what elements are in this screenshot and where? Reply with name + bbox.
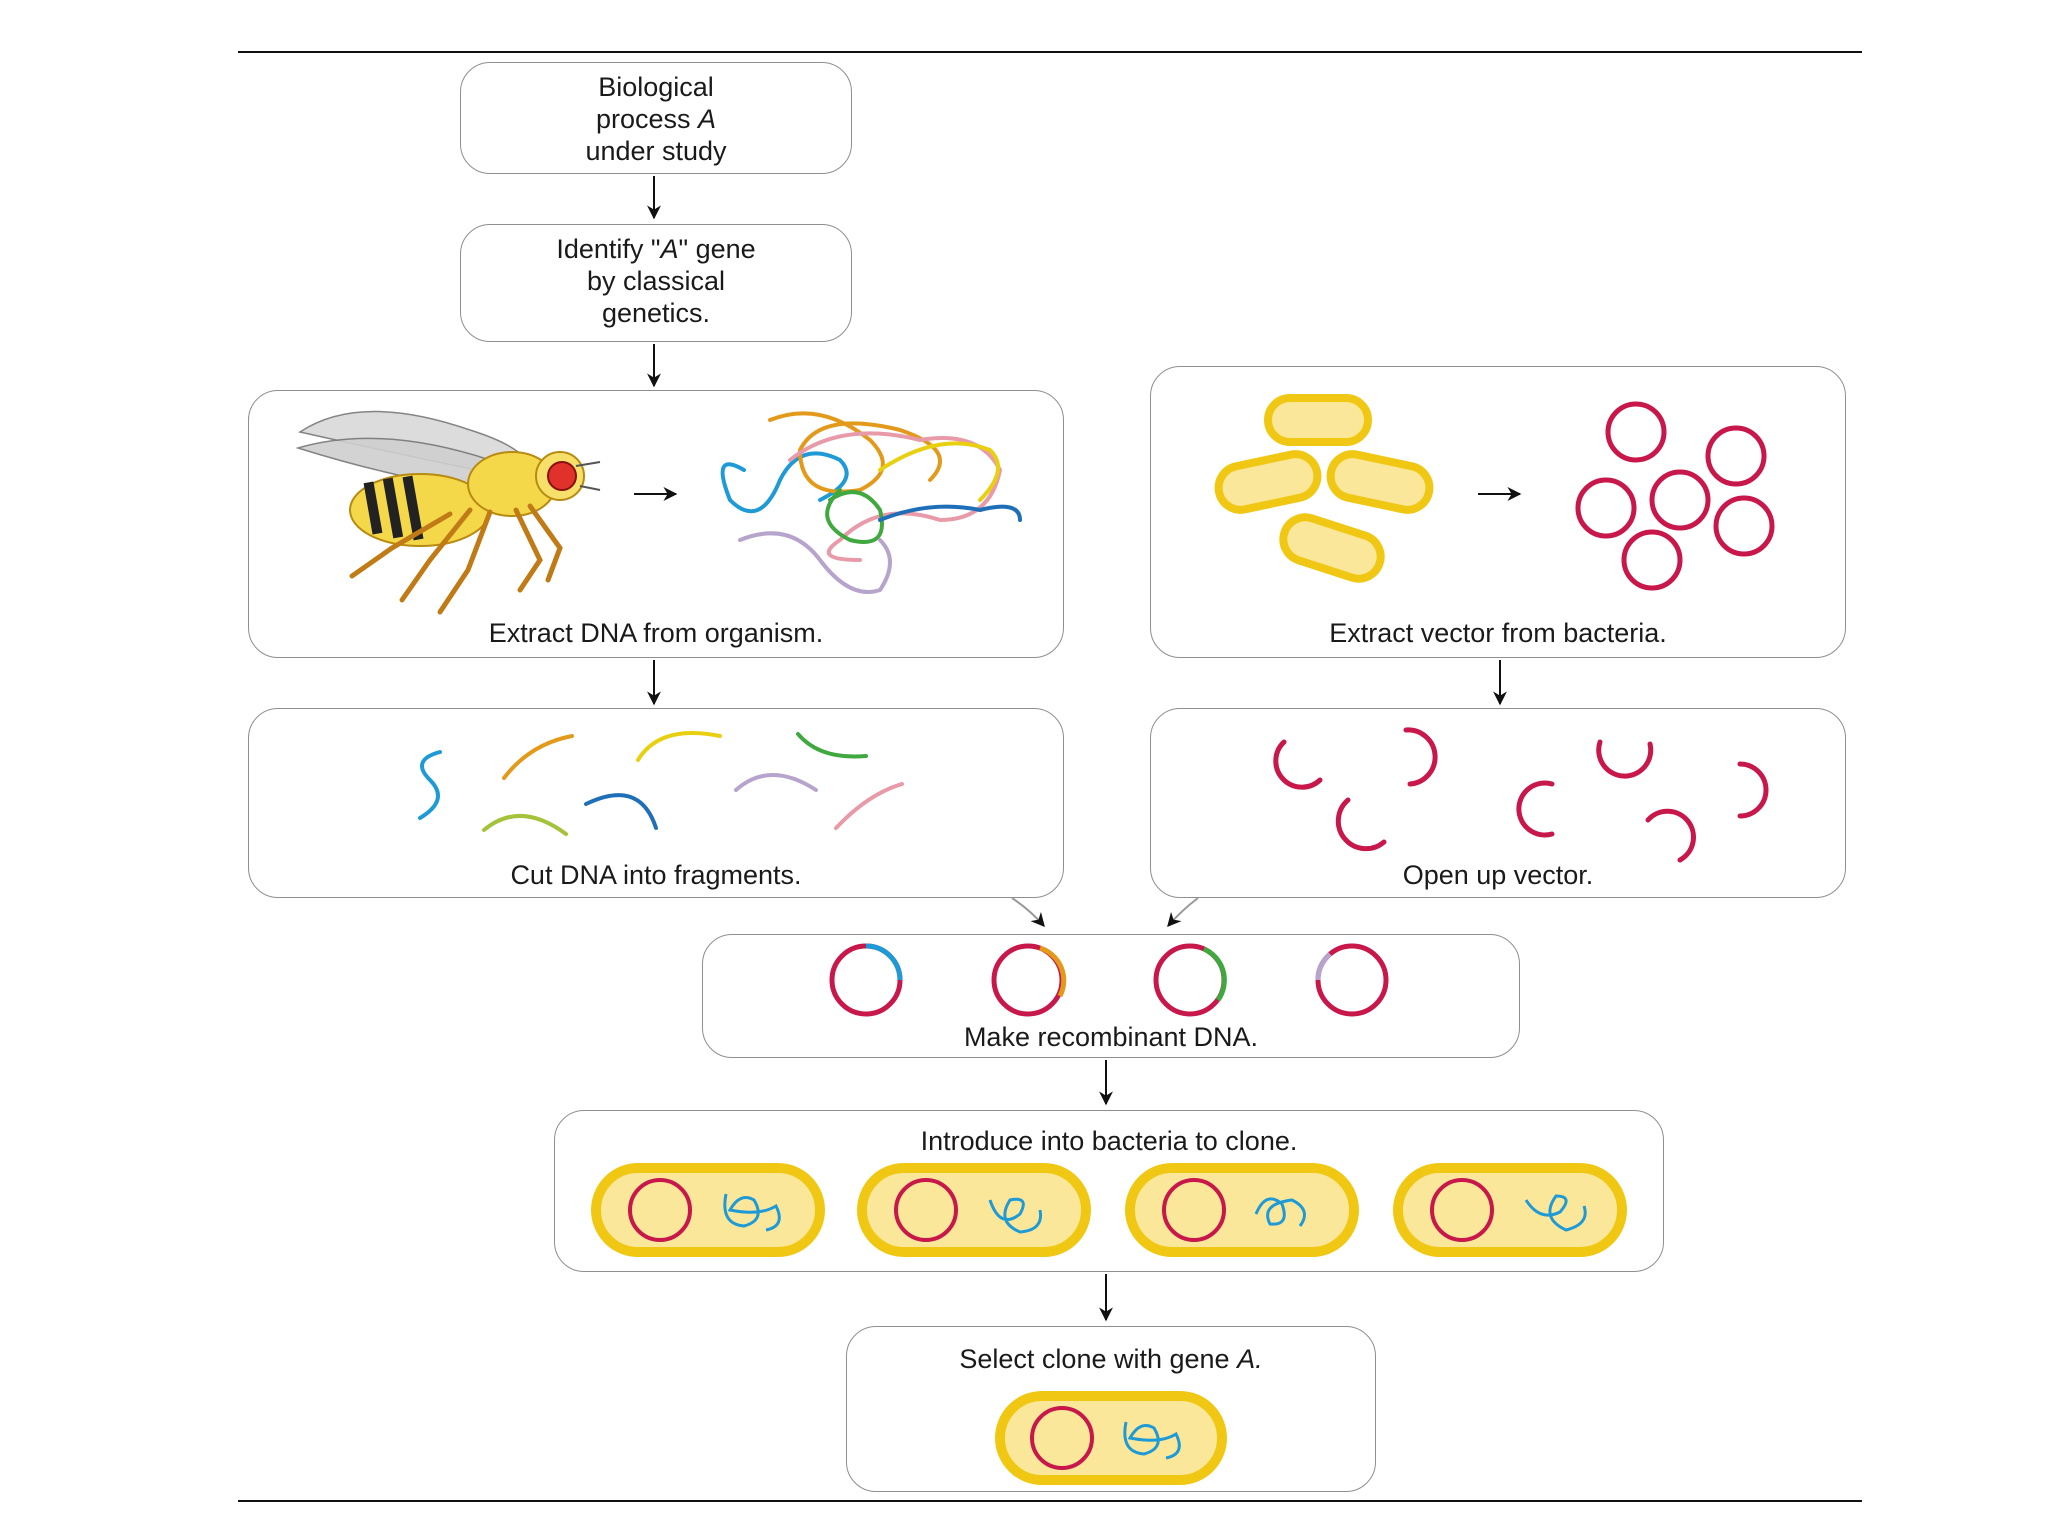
recombinant-plasmids	[829, 943, 1389, 1017]
process-line2: process A	[595, 104, 717, 134]
arrow-open-to-recombinant	[1167, 897, 1199, 928]
open-vector-box: Open up vector.	[1150, 708, 1846, 898]
opened-vectors	[1273, 727, 1769, 863]
select-label: Select clone with gene A.	[959, 1344, 1263, 1374]
bacterium-1	[1264, 394, 1372, 446]
bacterium-2	[1214, 450, 1322, 514]
fruit-fly-illustration	[295, 410, 601, 615]
extract-vector-label: Extract vector from bacteria.	[1329, 618, 1667, 648]
introduce-label: Introduce into bacteria to clone.	[920, 1126, 1298, 1156]
process-box: Biological process A under study	[460, 62, 852, 174]
selected-clone	[995, 1391, 1227, 1485]
process-line1: Biological	[598, 72, 714, 102]
clone-2	[857, 1163, 1091, 1257]
arrow-cut-to-recombinant	[1011, 897, 1045, 928]
process-label: Biological process A under study	[461, 71, 851, 167]
open-vector-label: Open up vector.	[1402, 860, 1594, 890]
clone-3	[1125, 1163, 1359, 1257]
recombinant-label: Make recombinant DNA.	[963, 1022, 1259, 1052]
extract-dna-label: Extract DNA from organism.	[488, 618, 824, 648]
clone-1	[591, 1163, 825, 1257]
identify-label: Identify "A" gene by classical genetics.	[461, 233, 851, 329]
bacterium-4	[1279, 513, 1385, 583]
flow-arrows	[634, 176, 1522, 1322]
bacteria-group	[1214, 394, 1434, 583]
clone-4	[1393, 1163, 1627, 1257]
bottom-rule	[238, 1500, 1862, 1502]
bacterium-3	[1326, 450, 1434, 514]
identify-line1: Identify "A" gene	[556, 234, 756, 264]
plasmids-closed	[1575, 401, 1775, 591]
cut-dna-label: Cut DNA into fragments.	[510, 860, 802, 890]
process-line3: under study	[585, 136, 727, 166]
identify-line2: by classical	[586, 266, 726, 296]
tangled-dna	[720, 411, 1022, 594]
clone-bacteria	[591, 1163, 1627, 1257]
identify-box: Identify "A" gene by classical genetics.	[460, 224, 852, 342]
dna-fragments	[418, 731, 904, 836]
identify-line3: genetics.	[601, 298, 711, 328]
top-rule	[238, 51, 1862, 53]
